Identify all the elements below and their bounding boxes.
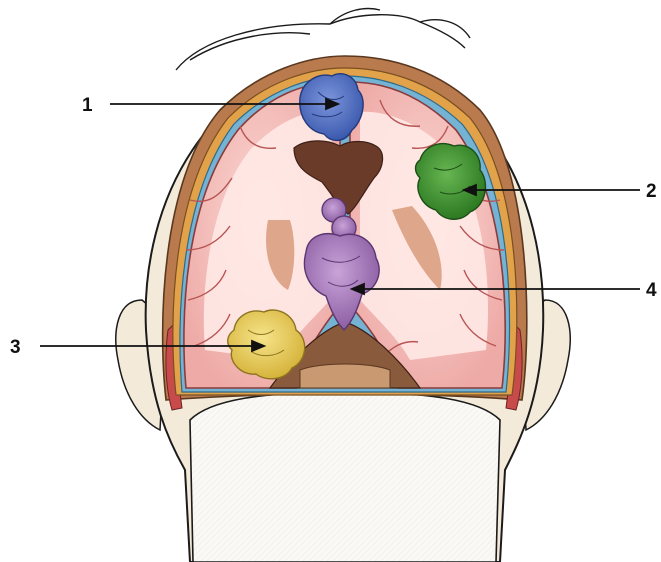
callout-number-2: 2 bbox=[646, 181, 657, 202]
callout-number-1: 1 bbox=[82, 95, 93, 116]
callout-number-3: 3 bbox=[10, 337, 21, 358]
neck bbox=[190, 392, 500, 562]
brainstem-base bbox=[300, 364, 390, 388]
callout-number-4: 4 bbox=[646, 280, 657, 301]
